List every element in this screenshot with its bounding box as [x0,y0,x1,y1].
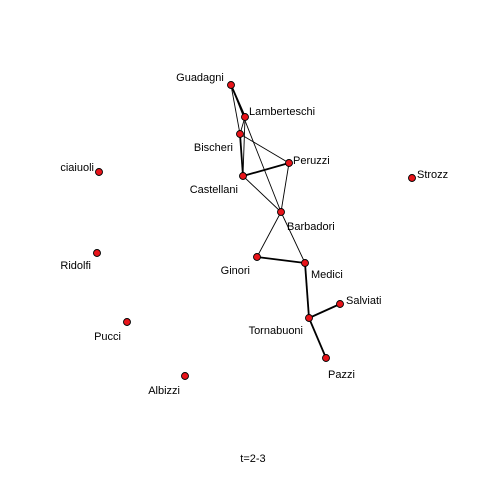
node-label-bischeri: Bischeri [194,142,233,154]
node-bischeri [236,130,244,138]
time-caption: t=2-3 [240,453,265,465]
labels-layer: GuadagniLamberteschiBischeriPeruzziCaste… [60,72,448,397]
node-acciaiuoli [95,168,103,176]
edge-bischeri-castellani [239,133,244,177]
node-pucci [123,318,131,326]
nodes-layer [93,81,416,380]
node-label-guadagni: Guadagni [176,72,224,84]
node-ridolfi [93,249,101,257]
node-label-acciaiuoli: ciaiuoli [60,162,94,174]
node-label-peruzzi: Peruzzi [293,155,330,167]
edge-barbadori-ginori [256,211,282,258]
node-medici [301,259,309,267]
node-label-strozzi: Strozz [417,169,448,181]
node-peruzzi [285,159,293,167]
node-pazzi [322,354,330,362]
edge-castellani-peruzzi [242,162,290,177]
node-label-pucci: Pucci [94,331,121,343]
node-strozzi [408,174,416,182]
node-label-tornabuoni: Tornabuoni [249,325,303,337]
node-label-ridolfi: Ridolfi [60,260,91,272]
node-guadagni [227,81,235,89]
edge-barbadori-medici [280,211,306,264]
edge-guadagni-barbadori [230,84,282,213]
edges-layer [230,84,341,359]
node-salviati [336,300,344,308]
node-barbadori [277,208,285,216]
edge-castellani-barbadori [242,175,282,213]
node-label-ginori: Ginori [221,265,250,277]
edge-lamberteschi-castellani [242,116,246,177]
edge-peruzzi-barbadori [280,162,290,213]
node-tornabuoni [305,314,313,322]
node-label-pazzi: Pazzi [328,369,355,381]
node-albizzi [181,372,189,380]
edge-tornabuoni-pazzi [308,317,327,359]
edge-guadagni-bischeri [230,84,241,135]
node-ginori [253,253,261,261]
node-lamberteschi [241,113,249,121]
node-label-salviati: Salviati [346,295,381,307]
edge-ginori-medici [256,256,306,264]
node-label-medici: Medici [311,269,343,281]
node-castellani [239,172,247,180]
edge-bischeri-peruzzi [239,133,290,164]
node-label-castellani: Castellani [190,184,238,196]
edge-tornabuoni-salviati [308,303,341,319]
node-label-lamberteschi: Lamberteschi [249,106,315,118]
node-label-barbadori: Barbadori [287,221,335,233]
edge-medici-tornabuoni [304,262,310,319]
node-label-albizzi: Albizzi [148,385,180,397]
